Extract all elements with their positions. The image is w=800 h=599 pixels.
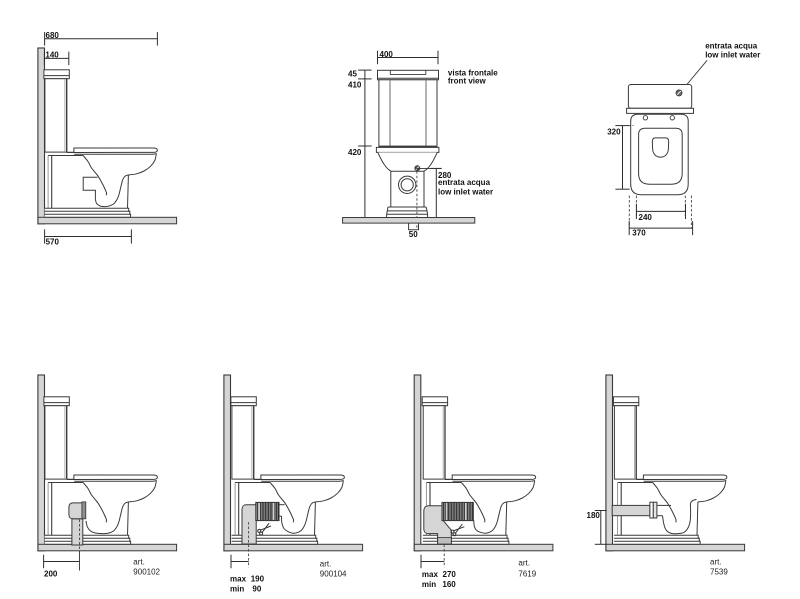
svg-text:min: min [422,580,436,589]
svg-text:art.: art. [133,557,145,566]
svg-text:900104: 900104 [320,569,347,578]
svg-text:160: 160 [442,580,456,589]
svg-text:art.: art. [710,558,722,567]
svg-text:570: 570 [46,238,60,247]
svg-text:max: max [422,570,439,579]
svg-text:low inlet water: low inlet water [705,51,760,60]
svg-text:max: max [230,575,247,584]
svg-text:7539: 7539 [710,567,728,576]
svg-text:190: 190 [251,575,265,584]
svg-text:min: min [230,584,244,593]
svg-text:front view: front view [448,77,487,86]
svg-text:240: 240 [639,213,653,222]
svg-text:art.: art. [518,559,530,568]
svg-text:320: 320 [607,127,621,136]
svg-text:low inlet water: low inlet water [438,187,493,196]
svg-text:400: 400 [380,50,394,59]
svg-text:90: 90 [252,584,261,593]
svg-text:vista frontale: vista frontale [448,69,498,78]
svg-text:200: 200 [44,569,58,578]
svg-text:entrata acqua: entrata acqua [438,178,491,187]
svg-text:370: 370 [632,228,646,237]
svg-text:420: 420 [348,148,362,157]
svg-text:art.: art. [320,559,332,568]
svg-text:900102: 900102 [133,567,160,576]
svg-text:50: 50 [409,230,418,239]
svg-text:entrata acqua: entrata acqua [705,41,758,50]
svg-text:45: 45 [348,70,357,79]
svg-text:140: 140 [45,50,59,59]
svg-text:410: 410 [348,80,362,89]
svg-text:680: 680 [46,31,60,40]
svg-text:270: 270 [443,570,457,579]
svg-text:7619: 7619 [518,570,536,579]
svg-text:280: 280 [438,171,452,180]
svg-text:180: 180 [587,511,601,520]
